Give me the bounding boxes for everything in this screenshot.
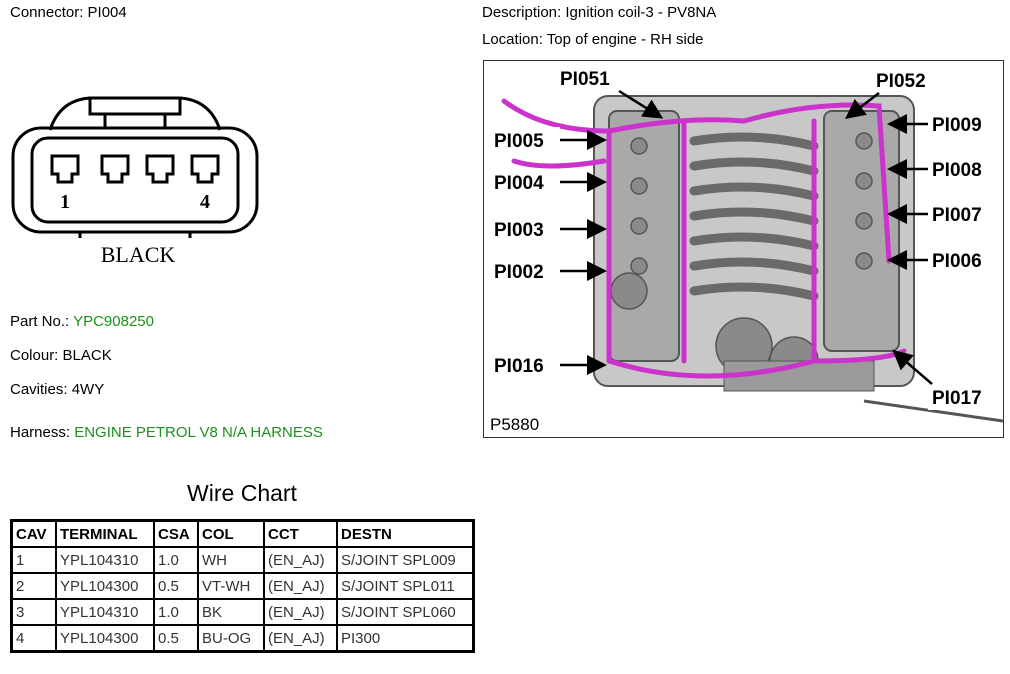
cell-col: BK	[197, 598, 265, 626]
callout-pi002: PI002	[490, 258, 607, 284]
header-col: COL	[197, 519, 265, 548]
harness-row: Harness: ENGINE PETROL V8 N/A HARNESS	[10, 424, 323, 441]
svg-text:PI008: PI008	[932, 160, 982, 181]
engine-body	[593, 95, 1003, 423]
table-row: 3 YPL104310 1.0 BK (EN_AJ) S/JOINT SPL06…	[10, 598, 475, 626]
wire-chart-table: CAV TERMINAL CSA COL CCT DESTN 1 YPL1043…	[10, 519, 475, 653]
cell-destn: S/JOINT SPL011	[336, 572, 475, 600]
cell-terminal: YPL104300	[55, 572, 155, 600]
pin-label-first: 1	[60, 191, 70, 213]
callout-pi006: PI006	[887, 247, 998, 273]
cell-cct: (EN_AJ)	[263, 624, 338, 653]
cell-col: BU-OG	[197, 624, 265, 653]
connector-face-diagram: 1 4 BLACK	[11, 96, 259, 267]
colour-label: Colour:	[10, 347, 59, 364]
harness-label: Harness:	[10, 424, 71, 441]
svg-text:PI052: PI052	[876, 71, 926, 92]
cell-cav: 2	[10, 572, 57, 600]
table-row: 1 YPL104310 1.0 WH (EN_AJ) S/JOINT SPL00…	[10, 546, 475, 574]
svg-text:PI005: PI005	[494, 131, 544, 152]
cell-csa: 0.5	[153, 624, 199, 653]
cell-terminal: YPL104310	[55, 598, 155, 626]
cell-terminal: YPL104300	[55, 624, 155, 653]
description: Description: Ignition coil-3 - PV8NA	[482, 4, 717, 21]
cell-destn: PI300	[336, 624, 475, 653]
harness-value[interactable]: ENGINE PETROL V8 N/A HARNESS	[74, 424, 323, 441]
table-row: 4 YPL104300 0.5 BU-OG (EN_AJ) PI300	[10, 624, 475, 653]
wiring-harness	[501, 98, 907, 379]
callout-pi052: PI052	[845, 67, 942, 120]
header-destn: DESTN	[336, 519, 475, 548]
cell-csa: 1.0	[153, 546, 199, 574]
cell-col: WH	[197, 546, 265, 574]
cell-cav: 4	[10, 624, 57, 653]
cell-destn: S/JOINT SPL009	[336, 546, 475, 574]
colour-value: BLACK	[62, 347, 112, 364]
cell-csa: 1.0	[153, 598, 199, 626]
figure-id: P5880	[490, 415, 539, 434]
header-cav: CAV	[10, 519, 57, 548]
part-number-value[interactable]: YPC908250	[73, 313, 154, 330]
cavities-label: Cavities:	[10, 381, 68, 398]
engine-location-image: P5880 PI051 PI052 PI005 PI009 PI004	[483, 60, 1004, 438]
svg-text:PI003: PI003	[494, 220, 544, 241]
part-number-label: Part No.:	[10, 313, 70, 330]
callout-pi016: PI016	[490, 352, 607, 378]
cavity-shapes	[50, 154, 220, 184]
connector-colour-text: BLACK	[101, 242, 176, 267]
svg-text:PI017: PI017	[932, 388, 982, 409]
table-row: 2 YPL104300 0.5 VT-WH (EN_AJ) S/JOINT SP…	[10, 572, 475, 600]
callout-pi007: PI007	[887, 201, 998, 227]
header-cct: CCT	[263, 519, 338, 548]
table-header-row: CAV TERMINAL CSA COL CCT DESTN	[10, 519, 475, 548]
connector-title: Connector: PI004	[10, 4, 127, 21]
svg-text:PI004: PI004	[494, 173, 544, 194]
svg-text:PI016: PI016	[494, 356, 544, 377]
cavities-value: 4WY	[71, 381, 105, 398]
cavities-row: Cavities: 4WY	[10, 381, 104, 398]
header-csa: CSA	[153, 519, 199, 548]
wire-chart-title: Wire Chart	[187, 480, 297, 506]
colour-row: Colour: BLACK	[10, 347, 112, 364]
cell-col: VT-WH	[197, 572, 265, 600]
callout-pi008: PI008	[887, 156, 998, 182]
cell-cct: (EN_AJ)	[263, 598, 338, 626]
callout-pi004: PI004	[490, 169, 607, 195]
svg-text:PI006: PI006	[932, 251, 982, 272]
cell-cav: 1	[10, 546, 57, 574]
cell-terminal: YPL104310	[55, 546, 155, 574]
svg-text:PI002: PI002	[494, 262, 544, 283]
pin-label-last: 4	[200, 191, 210, 213]
svg-text:PI007: PI007	[932, 205, 982, 226]
cell-destn: S/JOINT SPL060	[336, 598, 475, 626]
header-terminal: TERMINAL	[55, 519, 155, 548]
location: Location: Top of engine - RH side	[482, 31, 704, 48]
part-number-row: Part No.: YPC908250	[10, 313, 154, 330]
cell-csa: 0.5	[153, 572, 199, 600]
cell-cct: (EN_AJ)	[263, 546, 338, 574]
cell-cav: 3	[10, 598, 57, 626]
svg-text:PI009: PI009	[932, 115, 982, 136]
cell-cct: (EN_AJ)	[263, 572, 338, 600]
callout-pi009: PI009	[887, 111, 998, 137]
callout-pi051: PI051	[556, 65, 664, 119]
svg-text:PI051: PI051	[560, 69, 610, 90]
callout-pi003: PI003	[490, 216, 607, 242]
callout-pi017: PI017	[892, 349, 998, 410]
callout-pi005: PI005	[490, 127, 607, 153]
